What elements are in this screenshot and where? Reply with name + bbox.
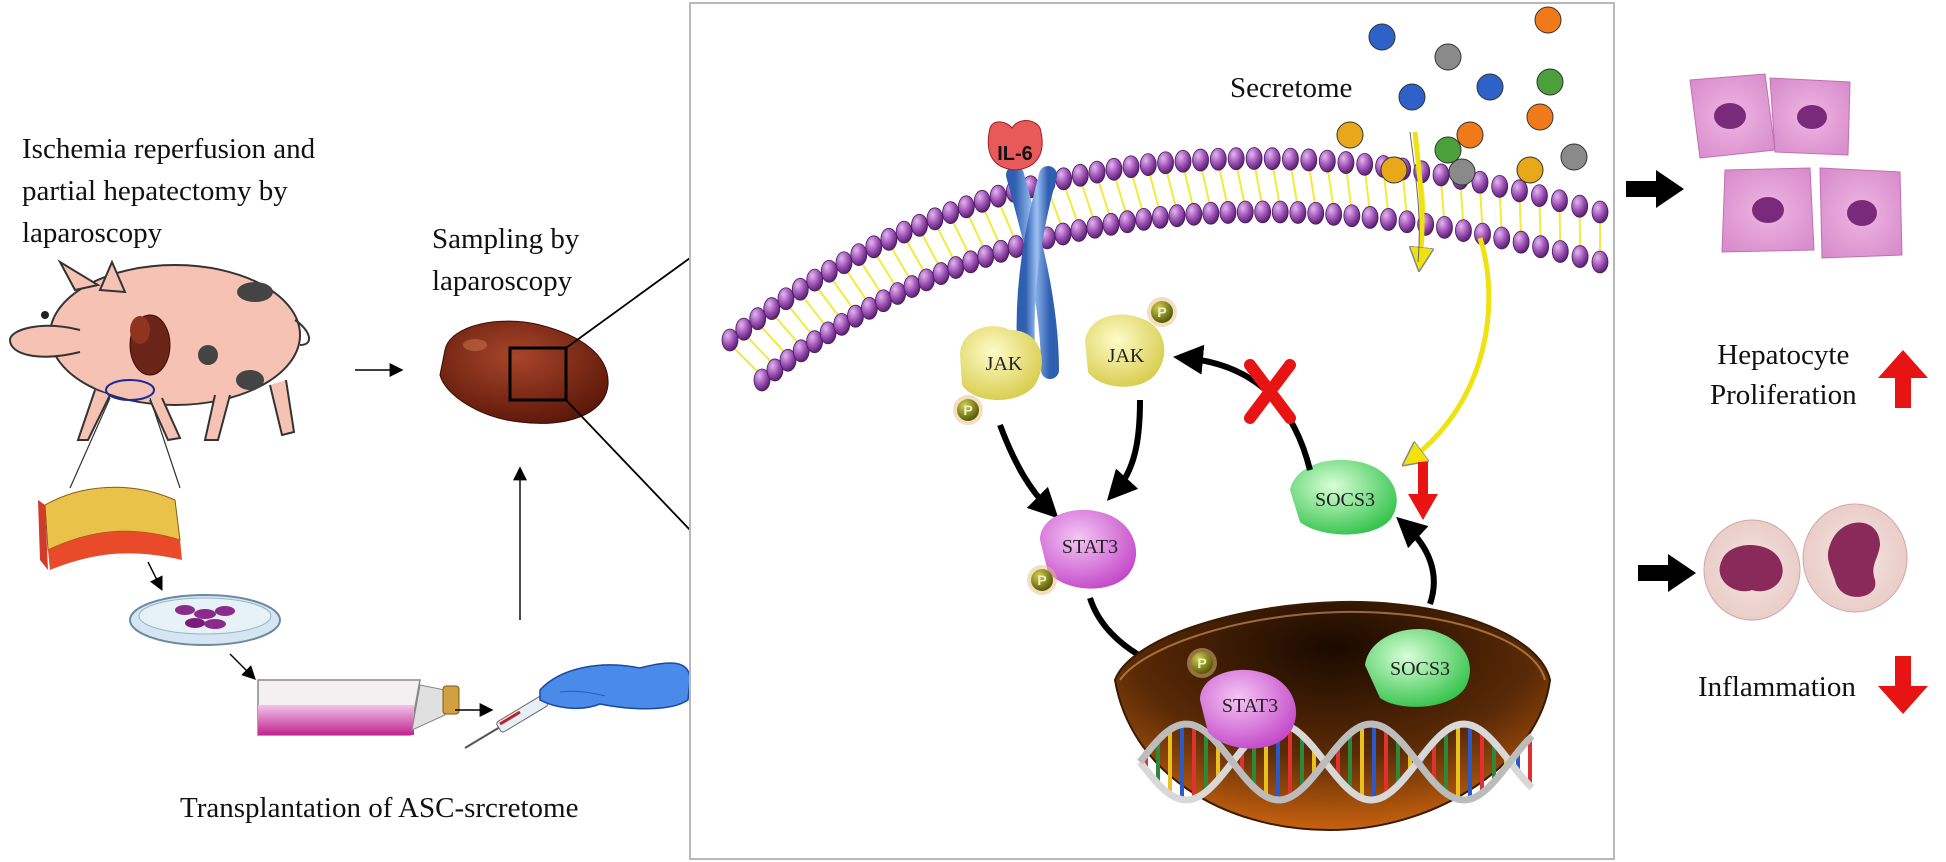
zoom-line [565, 257, 691, 349]
inflammation-label: Inflammation [1698, 671, 1856, 703]
flow-arrow [147, 561, 163, 592]
jak-to-stat3-arrow [1106, 399, 1143, 501]
zoom-line [565, 399, 691, 531]
flow-arrow [229, 653, 256, 680]
sampling-label: Sampling by laparoscopy [432, 223, 580, 297]
phospho-stat3-nuclear: P [1187, 648, 1217, 678]
stat3-nuclear-label: STAT3 [1222, 695, 1278, 717]
jak-to-stat3-arrow [997, 423, 1059, 519]
phospho-jak-right: P [1147, 297, 1177, 327]
stat3-nuclear: STAT3 [1200, 669, 1297, 749]
dna-helix [1137, 720, 1535, 804]
procedure-title: Ischemia reperfusion and partial hepatec… [22, 133, 316, 249]
socs3-down-arrow [1408, 462, 1438, 520]
zoom-line [69, 397, 111, 489]
jak-protein-right: JAK [1085, 314, 1165, 387]
culture-flask-illustration [257, 679, 460, 736]
jak-label-right: JAK [1108, 345, 1145, 367]
phospho-stat3: P [1027, 565, 1057, 595]
socs3-protein: SOCS3 [1290, 459, 1397, 535]
hepatocyte-proliferation-label: Hepatocyte Proliferation [1710, 339, 1857, 411]
secretome-arrow [1415, 131, 1422, 262]
stat3-label: STAT3 [1062, 536, 1118, 558]
jak-label-left: JAK [986, 353, 1023, 375]
jak-protein-left: JAK [960, 326, 1042, 400]
il6-ligand: IL-6 [987, 120, 1043, 171]
zoom-box [508, 346, 568, 402]
svg-text:P: P [1197, 655, 1206, 671]
il6-label: IL-6 [997, 143, 1033, 165]
inhibition-cross [1244, 359, 1296, 424]
stat3-protein: STAT3 [1040, 509, 1137, 589]
svg-text:P: P [1037, 572, 1046, 588]
pig-illustration [8, 259, 310, 442]
zoom-line [149, 397, 181, 489]
arrow-to-immune-cells [1638, 554, 1696, 592]
socs3-nuclear: SOCS3 [1365, 629, 1470, 707]
secretome-label: Secretome [1230, 72, 1353, 104]
phospho-jak-left: P [953, 395, 983, 425]
transplant-label: Transplantation of ASC-srcretome [180, 792, 579, 824]
liver-sample-illustration [439, 320, 609, 424]
secretome-arrow-outline [1409, 131, 1420, 263]
adipose-tissue-illustration [38, 486, 182, 570]
petri-dish-illustration [129, 594, 281, 646]
svg-text:P: P [963, 402, 972, 418]
socs3-expression-arrow [1396, 516, 1437, 605]
socs3-nuclear-label: SOCS3 [1390, 658, 1450, 680]
hepatocyte-up-arrow [1878, 350, 1928, 408]
immune-cells [1703, 503, 1908, 621]
arrow-to-hepatocytes [1626, 170, 1684, 208]
svg-text:P: P [1157, 304, 1166, 320]
secretome-to-socs3-arrow [1410, 237, 1492, 460]
socs3-label: SOCS3 [1315, 489, 1375, 511]
secretome-particles [1336, 6, 1588, 186]
inflammation-down-arrow [1878, 656, 1928, 714]
hepatocyte-cells [1689, 73, 1903, 259]
syringe-injection-illustration [464, 662, 691, 749]
